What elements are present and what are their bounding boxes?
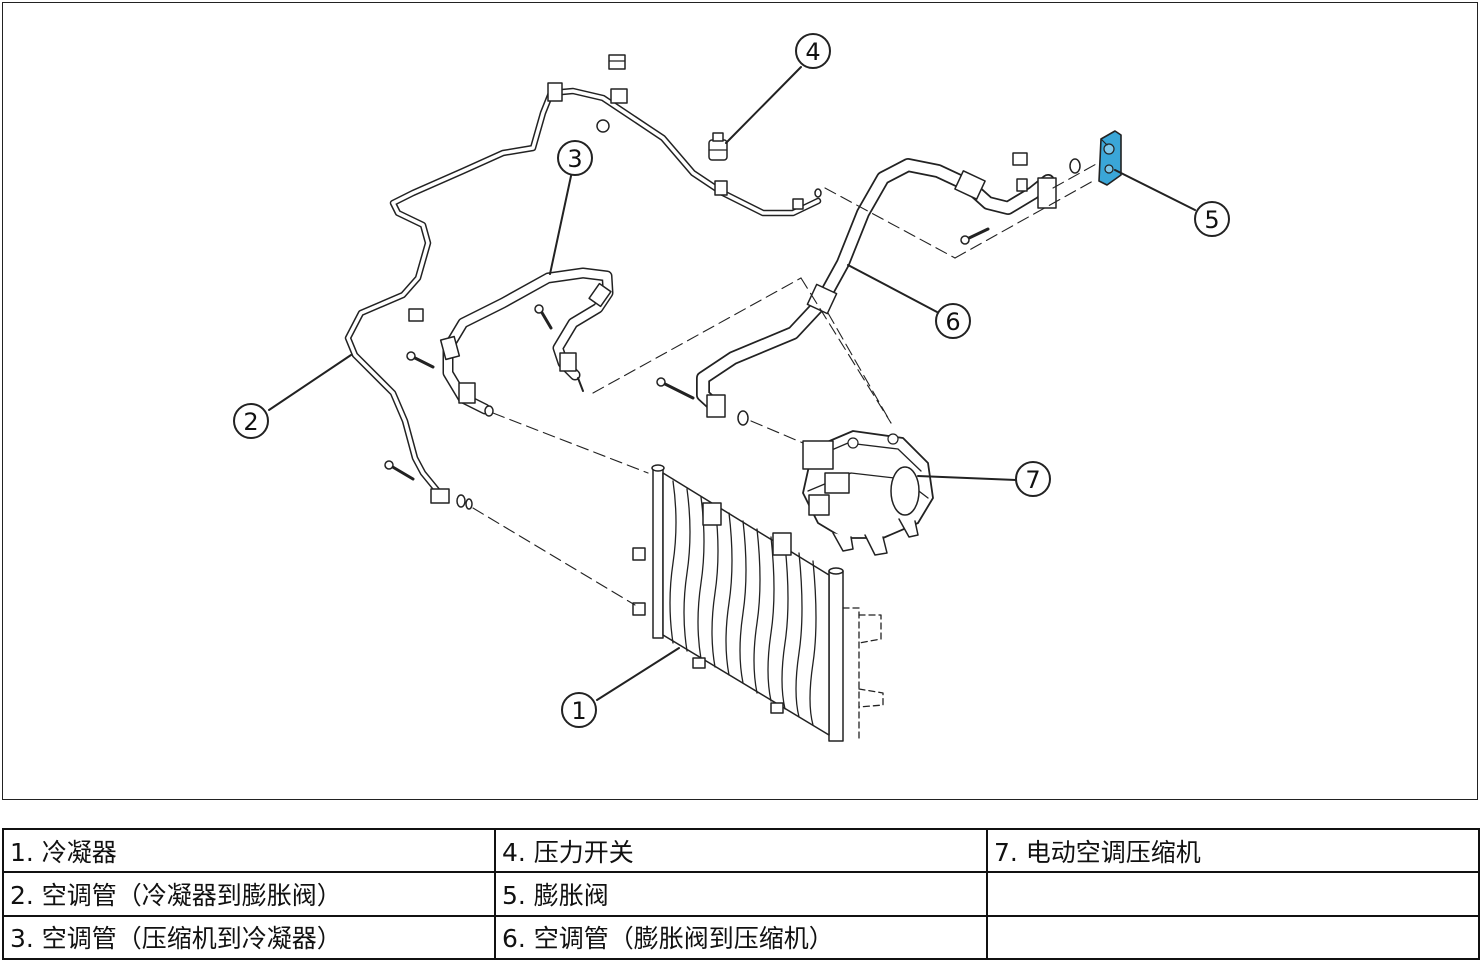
legend-row: 3. 空调管（压缩机到冷凝器） 6. 空调管（膨胀阀到压缩机）: [2, 914, 1480, 960]
legend-cell: 4. 压力开关: [494, 827, 988, 874]
legend-cell: 3. 空调管（压缩机到冷凝器）: [2, 914, 496, 960]
legend-cell: 7. 电动空调压缩机: [986, 827, 1480, 874]
legend-cell: 1. 冷凝器: [2, 827, 496, 874]
assembly-guide-lines: [472, 162, 1099, 606]
ac-hose-expansion-valve-to-compressor: [656, 152, 1081, 426]
callout-3: 3: [557, 140, 593, 176]
legend-cell: 2. 空调管（冷凝器到膨胀阀）: [2, 871, 496, 917]
callout-4: 4: [795, 33, 831, 69]
svg-text:1: 1: [571, 697, 586, 725]
ac-hose-compressor-to-condenser: [406, 267, 614, 417]
legend-cell: 6. 空调管（膨胀阀到压缩机）: [494, 914, 988, 960]
legend-cell: 5. 膨胀阀: [494, 871, 988, 917]
callout-6: 6: [935, 303, 971, 339]
parts-legend-table: 1. 冷凝器 4. 压力开关 7. 电动空调压缩机 2. 空调管（冷凝器到膨胀阀…: [2, 827, 1480, 960]
condenser: [632, 464, 884, 742]
callout-7: 7: [1015, 461, 1051, 497]
expansion-valve: [1098, 130, 1122, 186]
legend-cell: [986, 914, 1480, 960]
callout-5: 5: [1194, 201, 1230, 237]
legend-row: 2. 空调管（冷凝器到膨胀阀） 5. 膨胀阀: [2, 871, 1480, 917]
electric-ac-compressor: [802, 430, 934, 556]
svg-text:5: 5: [1204, 206, 1219, 234]
legend-row: 1. 冷凝器 4. 压力开关 7. 电动空调压缩机: [2, 827, 1480, 874]
callout-2: 2: [233, 403, 269, 439]
svg-text:2: 2: [243, 408, 258, 436]
svg-text:4: 4: [805, 38, 820, 66]
exploded-diagram: 1 2 3 4 5 6 7: [2, 2, 1478, 800]
leader-lines: [268, 66, 1196, 701]
svg-text:7: 7: [1025, 466, 1040, 494]
svg-text:3: 3: [567, 145, 582, 173]
callout-1: 1: [561, 692, 597, 728]
ac-line-condenser-to-expansion-valve: [344, 54, 822, 510]
pressure-switch: [708, 132, 728, 161]
legend-cell: [986, 871, 1480, 917]
svg-text:6: 6: [945, 308, 960, 336]
